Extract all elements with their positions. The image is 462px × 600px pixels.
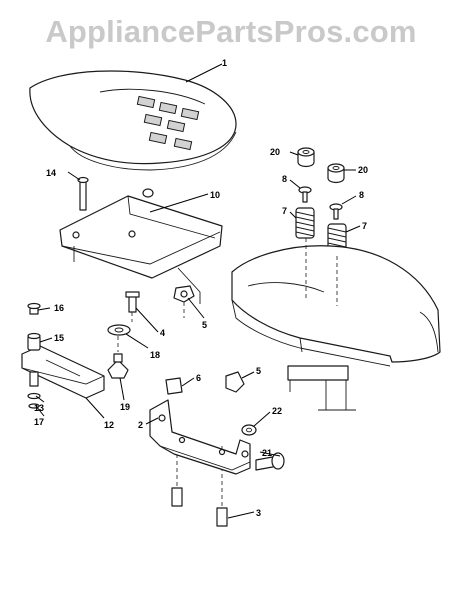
callout-18: 18 [150,350,160,360]
carriage-bolt-part [125,291,140,313]
leader-lines [35,63,361,519]
spacer-left-part [297,147,315,168]
callout-17: 17 [34,417,44,427]
callout-22: 22 [272,406,282,416]
wing-nut-part [107,353,129,379]
seat-pan-bracket-part [59,188,223,304]
callout-20a: 20 [270,147,280,157]
callout-10: 10 [210,190,220,200]
callout-13: 13 [34,403,44,413]
callout-8b: 8 [359,190,364,200]
callout-5b: 5 [256,366,261,376]
callout-15: 15 [54,333,64,343]
callout-7b: 7 [362,221,367,231]
seat-part [29,70,237,171]
watermark-text: AppliancePartsPros.com [45,14,417,49]
callout-7a: 7 [282,206,287,216]
callout-3: 3 [256,508,261,518]
spacer-right-part [327,163,345,184]
left-stud-part [27,302,41,409]
knob-part [173,285,195,303]
callout-labels: 1 14 10 20 20 8 8 7 7 16 4 5 15 18 6 5 1… [34,58,368,518]
callout-16: 16 [54,303,64,313]
callout-14: 14 [46,168,56,178]
spring-left-part [295,207,315,239]
callout-4: 4 [160,328,165,338]
hex-nut-part [241,424,257,436]
callout-21: 21 [262,448,272,458]
callout-2: 2 [138,420,143,430]
callout-8a: 8 [282,174,287,184]
lower-knob-part [165,371,245,395]
callout-12: 12 [104,420,114,430]
shoulder-bolt-part [255,452,285,471]
lower-bracket-part [149,399,251,475]
washer-part [107,324,131,336]
callout-20b: 20 [358,165,368,175]
callout-19: 19 [120,402,130,412]
callout-1: 1 [222,58,227,68]
callout-6: 6 [196,373,201,383]
bolt-right-part [329,203,343,220]
lower-bolt-part [171,487,228,527]
fender-assembly-part [231,245,441,411]
callout-5a: 5 [202,320,207,330]
seat-bolt-part [77,176,89,211]
bolt-left-part [298,186,312,203]
